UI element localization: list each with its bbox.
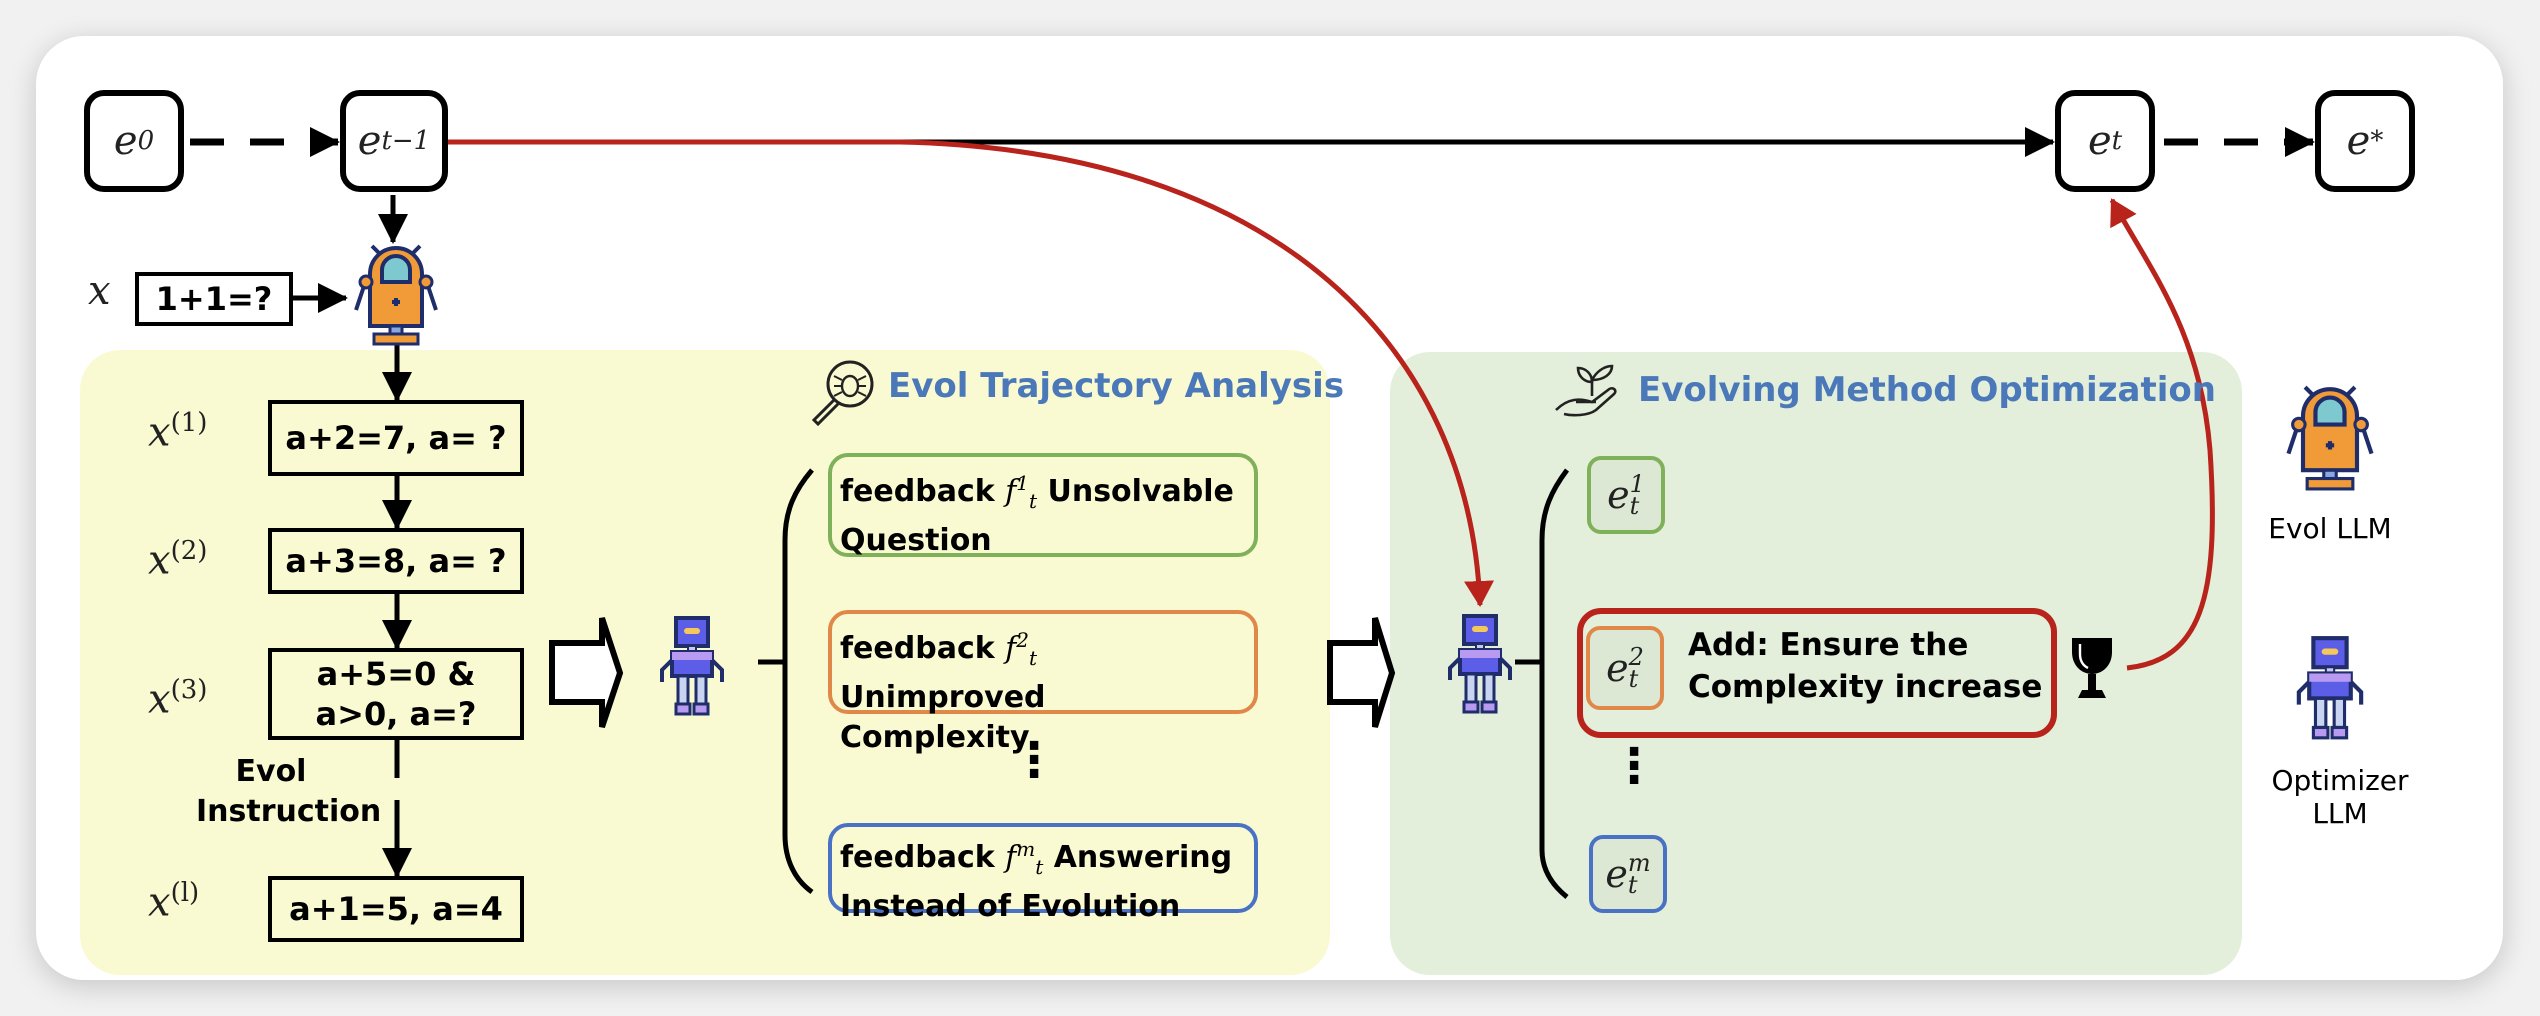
step-l-box: a+1=5, a=4 [268,876,524,942]
winning-candidate-text: Add: Ensure the Complexity increase [1688,627,2043,705]
candidate-ellipsis: ⋮ [1610,738,1658,794]
step-3-label: x(3) [148,675,208,723]
winning-candidate-card [1577,608,2057,738]
node-e-star: e* [2315,90,2415,192]
input-var-label: x [88,268,111,314]
feedback-bracket [782,468,814,895]
feedback-symbol: f1t [1005,471,1038,513]
step-l-label: x(l) [148,878,200,926]
red-edge-to-optimizer [448,139,1495,607]
feedback-symbol: f2t [1005,628,1038,670]
bug-magnifier-icon [811,360,874,427]
optimizer-robot-icon-optimization [1448,614,1512,714]
optimizer-robot-icon-analysis [660,616,724,716]
evol-llm-robot-icon [354,244,438,346]
step-1-box: a+2=7, a= ? [268,400,524,476]
plant-hand-icon [1555,364,1617,417]
hollow-arrow-1 [549,617,624,728]
step-2-label: x(2) [148,536,208,584]
feedback-card-2: feedback f2t Unimproved Complexity [828,610,1258,755]
legend-optimizer-llm-icon [2296,636,2364,740]
red-edge-to-et [2109,198,2215,671]
edge-label-evol-instruction: Evol Instruction [196,754,382,829]
analysis-title: Evol Trajectory Analysis [888,366,1345,406]
legend-optimizer-llm-label: Optimizer LLM [2271,764,2409,830]
step-1-label: x(1) [148,408,208,456]
optimization-title: Evolving Method Optimization [1638,370,2216,410]
trophy-icon [2072,638,2112,698]
feedback-card-m: feedback fmt Answering Instead of Evolut… [828,823,1258,924]
step-3-box: a+5=0 & a>0, a=? [268,648,524,740]
legend-evol-llm-label: Evol LLM [2268,512,2392,545]
feedback-card-1: feedback f1t Unsolvable Question [828,453,1258,558]
hollow-arrow-2 [1327,617,1396,728]
input-question-box: 1+1=? [135,272,293,326]
feedback-ellipsis: ⋮ [1010,732,1058,788]
legend-evol-llm-icon [2286,385,2374,491]
candidate-bracket [1539,468,1570,899]
feedback-symbol: fmt [1005,837,1044,879]
step-2-box: a+3=8, a= ? [268,528,524,594]
